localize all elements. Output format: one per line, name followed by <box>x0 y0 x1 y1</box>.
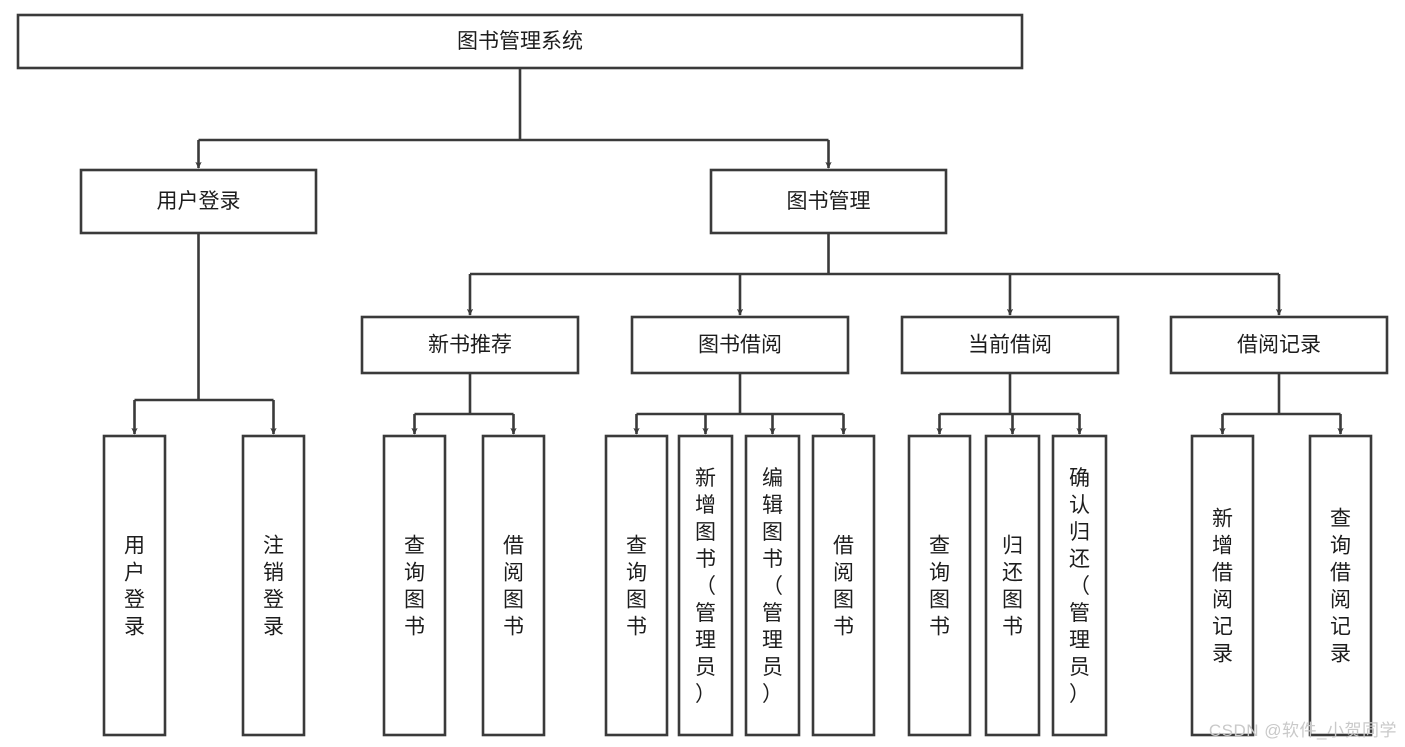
node-leaf-user-login[interactable]: 用户登录 <box>102 434 167 737</box>
node-new-book-recommend-rect[interactable] <box>360 315 580 375</box>
node-current-borrow-rect[interactable] <box>900 315 1120 375</box>
node-leaf-add-borrow-rec-rect[interactable] <box>1190 434 1255 737</box>
node-book-borrow-rect[interactable] <box>630 315 850 375</box>
node-new-book-recommend-label: 新书推荐 <box>428 334 512 357</box>
node-leaf-borrow-book-1-rect[interactable] <box>481 434 546 737</box>
node-leaf-logout-login-label: 注销登录 <box>263 535 284 639</box>
connector-edges <box>131 68 1344 435</box>
node-leaf-query-book-1-rect[interactable] <box>382 434 447 737</box>
node-leaf-return-book-label: 归还图书 <box>1002 535 1023 639</box>
node-leaf-query-borrow-rec-label: 查询借阅记录 <box>1330 508 1351 666</box>
node-leaf-edit-book-admin-label: 编辑图书（管理员） <box>762 467 783 706</box>
node-leaf-borrow-book-2-label: 借阅图书 <box>833 535 854 639</box>
node-current-borrow[interactable]: 当前借阅 <box>900 315 1120 375</box>
node-leaf-query-book-2-rect[interactable] <box>604 434 669 737</box>
node-leaf-logout-login[interactable]: 注销登录 <box>241 434 306 737</box>
node-leaf-add-borrow-rec-label: 新增借阅记录 <box>1212 508 1233 666</box>
node-leaf-user-login-rect[interactable] <box>102 434 167 737</box>
node-leaf-query-borrow-rec-rect[interactable] <box>1308 434 1373 737</box>
node-leaf-borrow-book-1[interactable]: 借阅图书 <box>481 434 546 737</box>
node-root-system-label: 图书管理系统 <box>457 30 583 53</box>
node-leaf-query-book-3-rect[interactable] <box>907 434 972 737</box>
node-book-borrow-label: 图书借阅 <box>698 334 782 357</box>
node-leaf-query-book-1[interactable]: 查询图书 <box>382 434 447 737</box>
node-leaf-borrow-book-2[interactable]: 借阅图书 <box>811 434 876 737</box>
node-leaf-query-borrow-rec[interactable]: 查询借阅记录 <box>1308 434 1373 737</box>
node-current-borrow-label: 当前借阅 <box>968 334 1052 357</box>
node-leaf-query-book-1-label: 查询图书 <box>404 535 425 639</box>
node-leaf-query-book-3-label: 查询图书 <box>929 535 950 639</box>
node-leaf-add-book-admin[interactable]: 新增图书（管理员） <box>677 434 734 737</box>
node-book-manage[interactable]: 图书管理 <box>709 168 948 235</box>
node-leaf-logout-login-rect[interactable] <box>241 434 306 737</box>
node-new-book-recommend[interactable]: 新书推荐 <box>360 315 580 375</box>
node-borrow-record[interactable]: 借阅记录 <box>1169 315 1389 375</box>
node-leaf-add-book-admin-rect[interactable] <box>677 434 734 737</box>
node-user-login-label: 用户登录 <box>157 190 241 213</box>
node-leaf-query-book-2[interactable]: 查询图书 <box>604 434 669 737</box>
node-leaf-return-book[interactable]: 归还图书 <box>984 434 1041 737</box>
node-root-system[interactable]: 图书管理系统 <box>16 13 1024 70</box>
node-leaf-edit-book-admin-rect[interactable] <box>744 434 801 737</box>
node-leaf-confirm-return-rect[interactable] <box>1051 434 1108 737</box>
node-book-manage-label: 图书管理 <box>787 190 871 213</box>
node-leaf-edit-book-admin[interactable]: 编辑图书（管理员） <box>744 434 801 737</box>
node-leaf-query-book-3[interactable]: 查询图书 <box>907 434 972 737</box>
node-user-login-rect[interactable] <box>79 168 318 235</box>
node-book-manage-rect[interactable] <box>709 168 948 235</box>
node-boxes: 图书管理系统用户登录图书管理新书推荐图书借阅当前借阅借阅记录用户登录注销登录查询… <box>16 13 1389 737</box>
node-leaf-return-book-rect[interactable] <box>984 434 1041 737</box>
node-book-borrow[interactable]: 图书借阅 <box>630 315 850 375</box>
node-leaf-borrow-book-1-label: 借阅图书 <box>503 535 524 639</box>
node-leaf-confirm-return[interactable]: 确认归还（管理员） <box>1051 434 1108 737</box>
node-leaf-confirm-return-label: 确认归还（管理员） <box>1069 467 1090 706</box>
node-leaf-add-borrow-rec[interactable]: 新增借阅记录 <box>1190 434 1255 737</box>
node-root-system-rect[interactable] <box>16 13 1024 70</box>
node-leaf-query-book-2-label: 查询图书 <box>626 535 647 639</box>
node-borrow-record-label: 借阅记录 <box>1237 334 1321 357</box>
node-leaf-add-book-admin-label: 新增图书（管理员） <box>695 467 716 706</box>
node-borrow-record-rect[interactable] <box>1169 315 1389 375</box>
node-leaf-borrow-book-2-rect[interactable] <box>811 434 876 737</box>
node-leaf-user-login-label: 用户登录 <box>124 535 145 639</box>
node-user-login[interactable]: 用户登录 <box>79 168 318 235</box>
